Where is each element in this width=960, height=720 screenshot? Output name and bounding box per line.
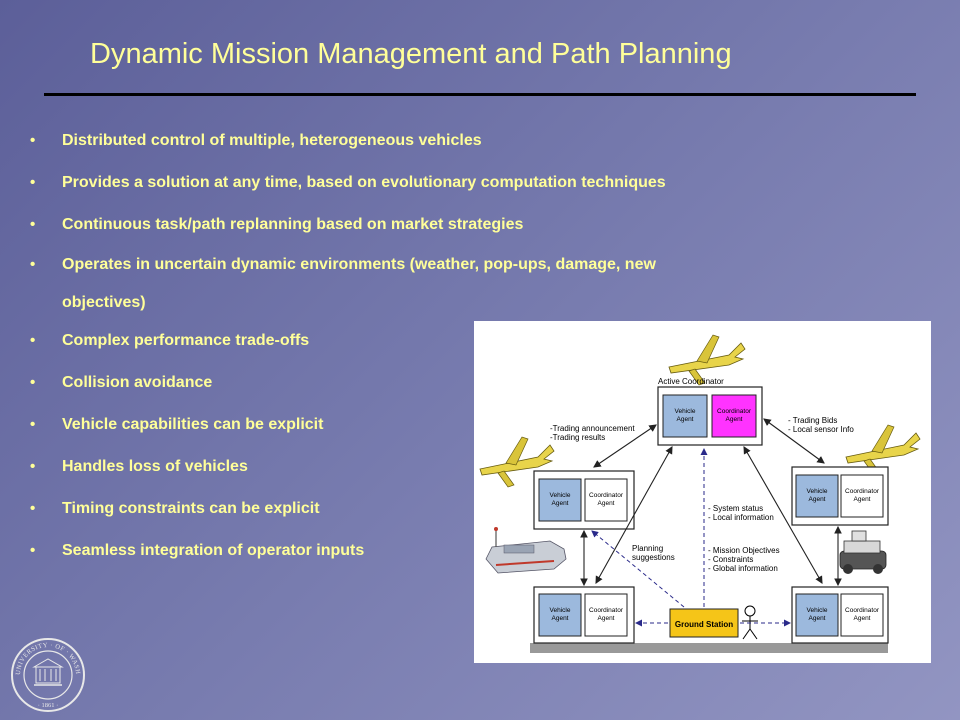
coordinator-agent-box xyxy=(840,474,884,518)
bullet-item: Handles loss of vehicles xyxy=(30,446,364,488)
bullet-item: Complex performance trade-offs xyxy=(30,320,364,362)
global-information-text: - Global information xyxy=(708,564,778,573)
active-coordinator-label: Active Coordinator xyxy=(658,377,724,386)
coordinator-agent-label: Agent xyxy=(598,500,615,507)
coordinator-agent-label: Coordinator xyxy=(717,408,752,415)
system-status-text: - System status xyxy=(708,504,763,513)
vehicle-agent-box xyxy=(662,394,708,438)
constraints-text: - Constraints xyxy=(708,555,753,564)
coordinator-agent-box xyxy=(584,593,628,637)
trading-bids-text: - Trading Bids xyxy=(788,416,837,425)
bullet-text-line2: objectives) xyxy=(62,294,146,311)
mission-objectives-text: - Mission Objectives xyxy=(708,546,780,555)
ground-base xyxy=(530,643,888,653)
svg-text:· 1861 ·: · 1861 · xyxy=(38,702,59,709)
coordinator-agent-box xyxy=(711,394,757,438)
vehicle-agent-box xyxy=(538,478,582,522)
vehicle-agent-label: Agent xyxy=(809,615,826,622)
bullet-list-top: Distributed control of multiple, heterog… xyxy=(30,120,666,322)
bullet-item: Collision avoidance xyxy=(30,362,364,404)
uav-aircraft-icon xyxy=(668,334,746,386)
vehicle-agent-box xyxy=(538,593,582,637)
coordinator-agent-label: Agent xyxy=(854,615,871,622)
vehicle-agent-label: Agent xyxy=(552,615,569,622)
coordinator-agent-label: Coordinator xyxy=(845,607,880,614)
ground-robot-icon xyxy=(839,530,887,574)
trading-announcement-text: -Trading announcement xyxy=(550,424,635,433)
vehicle-agent-box xyxy=(795,593,839,637)
coordinator-agent-label: Agent xyxy=(854,496,871,503)
architecture-diagram: Active Coordinator Vehicle Agent Coordin… xyxy=(474,321,931,663)
university-seal-logo: UNIVERSITY · OF · WASHINGTON · 1861 · xyxy=(10,637,85,712)
bullet-item: Timing constraints can be explicit xyxy=(30,488,364,530)
boat-vehicle-icon xyxy=(485,527,567,574)
coordinator-agent-label: Coordinator xyxy=(845,488,880,495)
vehicle-agent-label: Vehicle xyxy=(807,607,828,614)
bullet-item: Continuous task/path replanning based on… xyxy=(30,204,666,246)
vehicle-agent-label: Agent xyxy=(809,496,826,503)
coordinator-agent-label: Agent xyxy=(598,615,615,622)
vehicle-agent-label: Vehicle xyxy=(807,488,828,495)
trading-results-text: -Trading results xyxy=(550,433,605,442)
coordinator-agent-box xyxy=(840,593,884,637)
local-sensor-info-text: - Local sensor Info xyxy=(788,425,854,434)
uav-aircraft-icon xyxy=(479,436,555,488)
coordinator-agent-label: Coordinator xyxy=(589,492,624,499)
coordinator-agent-label: Coordinator xyxy=(589,607,624,614)
vehicle-agent-label: Vehicle xyxy=(550,492,571,499)
coordinator-agent-label: Agent xyxy=(726,416,743,423)
vehicle-agent-label: Agent xyxy=(552,500,569,507)
bullet-item: Vehicle capabilities can be explicit xyxy=(30,404,364,446)
planning-suggestions-text: Planning xyxy=(632,544,663,553)
bullet-item: Operates in uncertain dynamic environmen… xyxy=(30,246,666,322)
ground-station-label: Ground Station xyxy=(675,620,733,629)
bullet-item: Provides a solution at any time, based o… xyxy=(30,162,666,204)
bullet-text-line1: Operates in uncertain dynamic environmen… xyxy=(62,256,656,273)
vehicle-agent-label: Agent xyxy=(677,416,694,423)
bullet-item: Distributed control of multiple, heterog… xyxy=(30,120,666,162)
ground-station-box xyxy=(669,608,739,638)
vehicle-agent-label: Vehicle xyxy=(550,607,571,614)
vehicle-agent-label: Vehicle xyxy=(675,408,696,415)
local-information-text: - Local information xyxy=(708,513,774,522)
planning-suggestions-text: suggestions xyxy=(632,553,675,562)
operator-icon xyxy=(742,605,758,640)
communication-arrows xyxy=(580,418,842,587)
bullet-list-bottom: Complex performance trade-offs Collision… xyxy=(30,320,364,572)
svg-text:UNIVERSITY · OF · WASHINGTON: UNIVERSITY · OF · WASHINGTON xyxy=(10,637,81,675)
operator-input-arrows xyxy=(591,448,791,627)
slide-title: Dynamic Mission Management and Path Plan… xyxy=(90,38,732,70)
bullet-item: Seamless integration of operator inputs xyxy=(30,530,364,572)
title-divider xyxy=(44,93,916,96)
